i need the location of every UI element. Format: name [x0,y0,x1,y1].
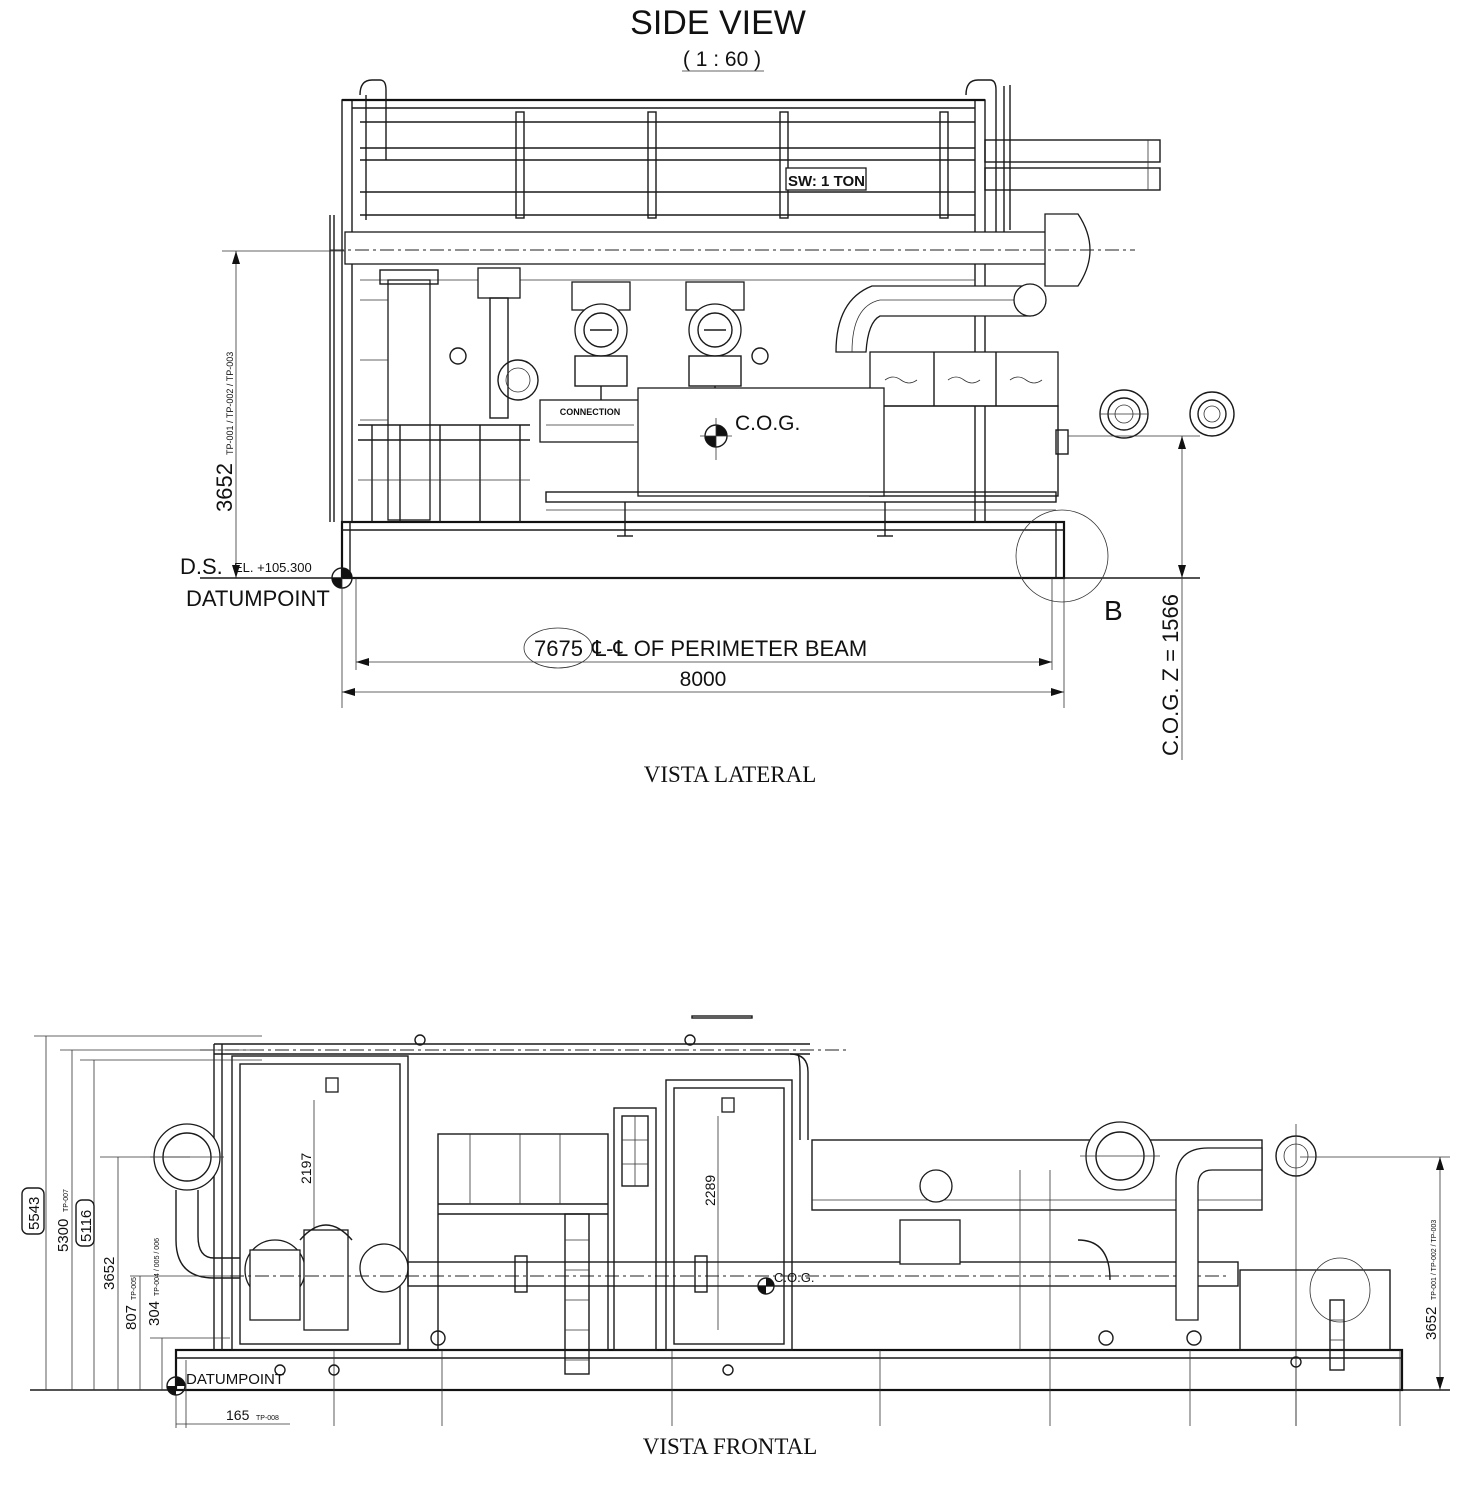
front-left-pumps [230,1224,1230,1331]
elevation-value: EL. +105.300 [234,560,312,575]
dim-807: 807 [123,1305,140,1330]
side-view-title: SIDE VIEW [630,4,806,42]
datum-point: D.S. EL. +105.300 DATUMPOINT [180,554,1200,611]
cog-label: C.O.G. [735,412,800,435]
front-datum: DATUMPOINT 165 TP-008 [166,1360,290,1428]
front-left-frame: 2197 [213,1044,409,1351]
overall-dim-value: 8000 [680,668,727,691]
dim-304-ref: TP-004 / 005 / 006 [154,1238,161,1296]
overall-dimension: 8000 [341,578,1065,708]
dim-3652-right: 3652 [1423,1307,1440,1340]
pump-assembly-1 [477,267,539,419]
dim-5116: 5116 [78,1210,95,1242]
datum-label: DATUMPOINT [186,586,330,611]
main-housing [637,387,885,497]
detail-b-label: B [1104,595,1123,626]
dim-165: 165 [226,1407,250,1423]
dim-2289: 2289 [702,1175,718,1206]
dim-3652-left: 3652 [101,1257,118,1290]
front-top-pipes [200,1015,850,1140]
dim-807-ref: TP-005 [131,1277,138,1300]
beam-dim-text: ℄-℄ OF PERIMETER BEAM [591,636,867,661]
front-right-equipment [899,1121,1391,1426]
cog-z-label: C.O.G. Z = 1566 [1158,594,1183,756]
front-mid-deck [437,1107,657,1375]
front-right-dimension: 3652 TP-001 / TP-002 / TP-003 [1300,1156,1450,1390]
height-dimension: 3652 TP-001 / TP-002 / TP-003 [212,250,345,578]
flange-2 [1189,391,1235,437]
front-view-caption: VISTA FRONTAL [643,1434,818,1459]
skid-base [340,520,1066,580]
valve-1 [571,281,631,420]
front-view: 2197 [21,1015,1450,1459]
connection-block [539,399,641,443]
front-base-markers [274,1330,1302,1376]
front-cog-label: C.O.G. [774,1270,814,1285]
elevation-prefix: D.S. [180,554,223,579]
flange-1 [1099,389,1149,439]
front-right-frame: 2289 [665,1079,793,1351]
header-pipe [344,231,1086,265]
cog-z-dimension: C.O.G. Z = 1566 [1068,435,1200,760]
height-dim-value: 3652 [212,463,237,512]
front-cog-marker: C.O.G. [757,1270,814,1295]
side-view-scale: ( 1 : 60 ) [683,48,761,71]
front-left-dimensions: 5543 5300 TP-007 5116 3652 807 TP-005 30… [21,1035,262,1390]
dim-5300: 5300 [55,1219,72,1252]
lifting-label: SW: 1 TON [788,173,865,190]
cog-marker [700,418,732,460]
beam-dimension: 7675 ℄-℄ OF PERIMETER BEAM [355,578,1053,670]
main-frame [329,98,986,523]
detail-b-circle [1015,509,1109,603]
filter-boxes [869,351,1059,497]
side-view-caption: VISTA LATERAL [644,762,817,787]
lifting-posts [359,79,1011,250]
elbow-pipe [835,283,1047,353]
overhang-pipes [984,139,1161,191]
dim-304: 304 [146,1301,163,1326]
lower-deck [358,424,1057,537]
dim-3652-right-ref: TP-001 / TP-002 / TP-003 [1431,1220,1438,1300]
dim-5300-ref: TP-007 [63,1189,70,1212]
dim-165-ref: TP-008 [256,1415,279,1422]
dim-2197: 2197 [298,1153,314,1184]
beam-dim-value: 7675 [534,636,583,661]
dim-5543: 5543 [26,1197,43,1230]
side-view: SIDE VIEW ( 1 : 60 ) [180,4,1235,787]
front-datum-label: DATUMPOINT [186,1371,284,1388]
valve-2 [685,281,745,420]
connection-label: CONNECTION [560,407,621,417]
height-dim-refs: TP-001 / TP-002 / TP-003 [225,352,235,455]
front-left-flange-pipe [150,1123,240,1279]
